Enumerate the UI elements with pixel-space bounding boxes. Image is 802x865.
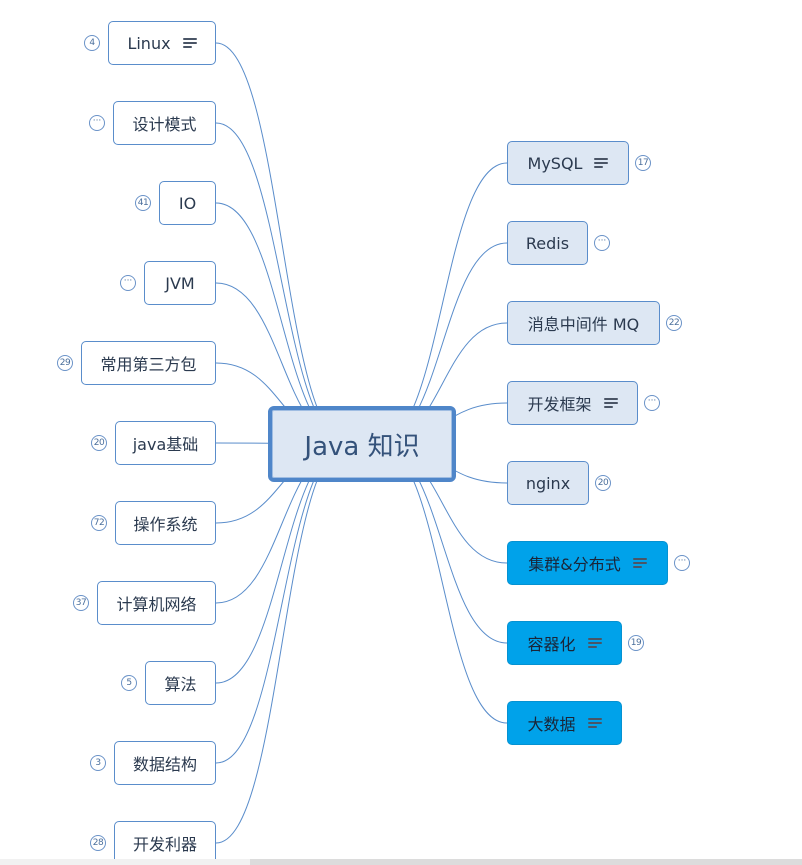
topic-label: 集群&分布式 [528, 555, 621, 574]
left-topic[interactable]: IO [159, 181, 216, 225]
child-count-badge[interactable]: 5 [121, 675, 137, 691]
note-lines-icon[interactable] [587, 717, 602, 729]
note-lines-icon[interactable] [182, 37, 197, 49]
right-topic[interactable]: 容器化 [507, 621, 622, 665]
connector-line [377, 162, 508, 445]
child-count-badge[interactable]: 20 [91, 435, 107, 451]
right-topic[interactable]: 消息中间件 MQ [507, 301, 660, 345]
topic-label: 开发框架 [527, 395, 592, 414]
note-lines-icon[interactable] [587, 637, 602, 649]
topic-label: 常用第三方包 [100, 355, 197, 374]
left-topic[interactable]: 常用第三方包 [81, 341, 216, 385]
right-topic[interactable]: nginx [507, 461, 589, 505]
topic-label: 容器化 [527, 635, 576, 654]
connector-line [215, 42, 349, 445]
root-topic-label: Java 知识 [304, 431, 420, 462]
topic-label: Redis [525, 233, 570, 253]
connector-line [377, 443, 508, 724]
collapse-dots-icon[interactable]: ··· [89, 115, 105, 131]
connector-line [215, 443, 349, 764]
topic-label: JVM [165, 273, 195, 293]
right-topic[interactable]: 开发框架 [507, 381, 638, 425]
root-topic[interactable]: Java 知识 [268, 406, 456, 482]
topic-label: 数据结构 [132, 755, 197, 774]
topic-label: 操作系统 [133, 515, 198, 534]
topic-label: IO [178, 193, 197, 213]
left-topic[interactable]: 操作系统 [115, 501, 216, 545]
horizontal-scrollbar-thumb[interactable] [250, 859, 802, 865]
child-count-badge[interactable]: 72 [91, 515, 107, 531]
right-topic[interactable]: MySQL [507, 141, 629, 185]
child-count-badge[interactable]: 22 [666, 315, 682, 331]
collapse-dots-icon[interactable]: ··· [120, 275, 136, 291]
child-count-badge[interactable]: 41 [135, 195, 151, 211]
left-topic[interactable]: 设计模式 [113, 101, 216, 145]
note-lines-icon[interactable] [603, 397, 618, 409]
topic-label: 设计模式 [132, 115, 197, 134]
collapse-dots-icon[interactable]: ··· [594, 235, 610, 251]
left-topic[interactable]: Linux [108, 21, 216, 65]
topic-label: java基础 [132, 435, 199, 454]
left-topic[interactable]: 数据结构 [114, 741, 216, 785]
right-topic[interactable]: 集群&分布式 [507, 541, 668, 585]
note-lines-icon[interactable] [632, 557, 647, 569]
child-count-badge[interactable]: 3 [90, 755, 106, 771]
child-count-badge[interactable]: 17 [635, 155, 651, 171]
right-topic[interactable]: 大数据 [507, 701, 622, 745]
left-topic[interactable]: java基础 [115, 421, 216, 465]
left-topic[interactable]: JVM [144, 261, 216, 305]
child-count-badge[interactable]: 20 [595, 475, 611, 491]
right-topic[interactable]: Redis [507, 221, 588, 265]
topic-label: MySQL [527, 153, 583, 173]
topic-label: 大数据 [527, 715, 576, 734]
topic-label: nginx [525, 473, 571, 493]
topic-label: 消息中间件 MQ [527, 315, 640, 334]
child-count-badge[interactable]: 19 [628, 635, 644, 651]
horizontal-scrollbar-track[interactable] [0, 859, 250, 865]
note-lines-icon[interactable] [594, 157, 609, 169]
connector-line [215, 443, 349, 844]
child-count-badge[interactable]: 37 [73, 595, 89, 611]
child-count-badge[interactable]: 28 [90, 835, 106, 851]
child-count-badge[interactable]: 4 [84, 35, 100, 51]
left-topic[interactable]: 计算机网络 [97, 581, 216, 625]
topic-label: 开发利器 [132, 835, 197, 854]
topic-label: Linux [127, 33, 171, 53]
left-topic[interactable]: 算法 [145, 661, 216, 705]
collapse-dots-icon[interactable]: ··· [674, 555, 690, 571]
topic-label: 计算机网络 [116, 595, 197, 614]
connector-line [215, 122, 349, 445]
child-count-badge[interactable]: 29 [57, 355, 73, 371]
topic-label: 算法 [164, 675, 197, 694]
collapse-dots-icon[interactable]: ··· [644, 395, 660, 411]
